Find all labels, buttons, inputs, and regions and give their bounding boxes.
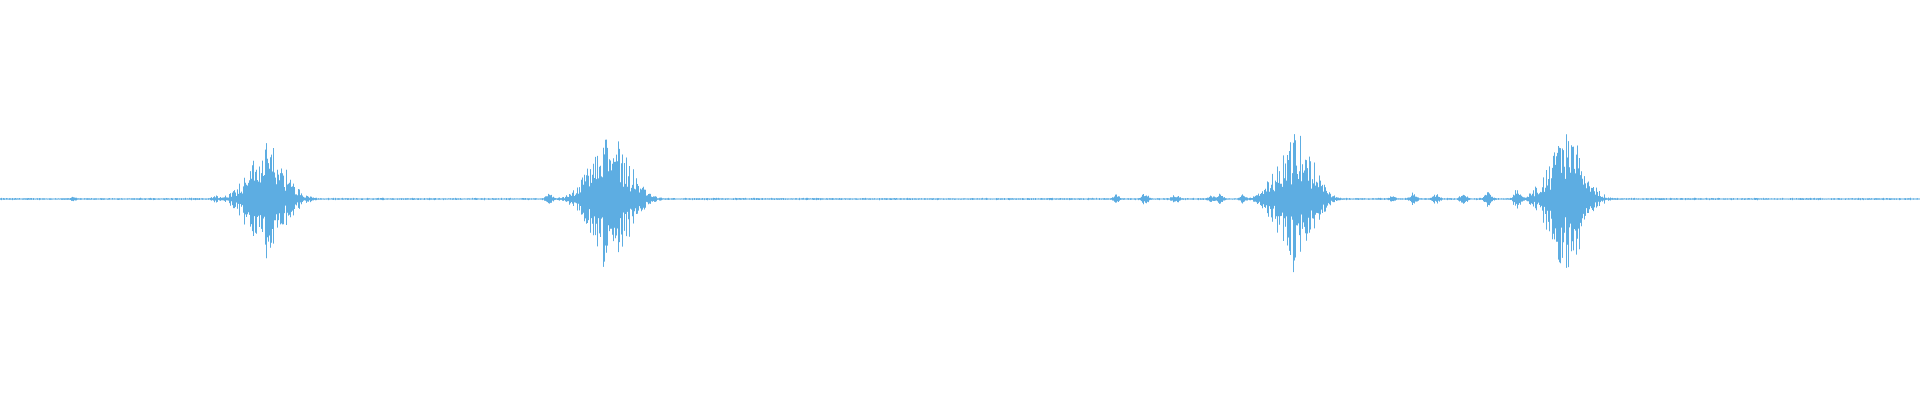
waveform-path [0,134,1920,273]
waveform-samples [0,134,1920,273]
